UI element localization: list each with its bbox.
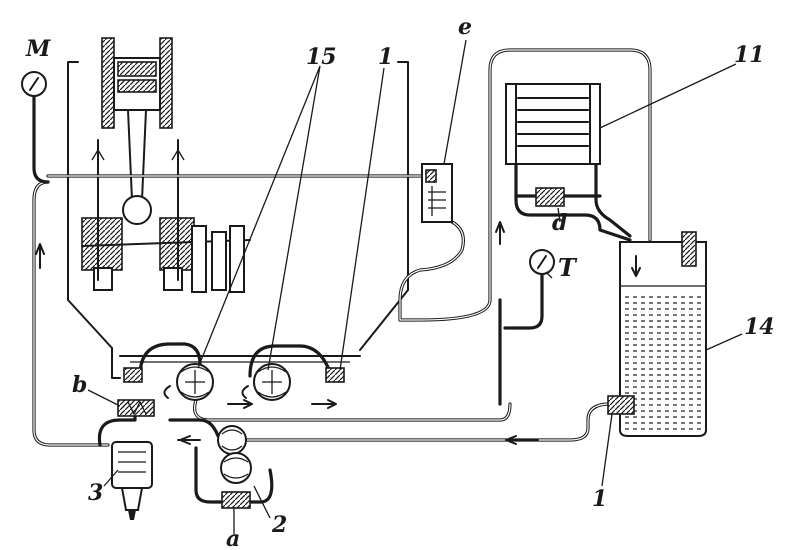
valve-a — [221, 491, 251, 509]
label-e: e — [458, 14, 472, 40]
label-1-top: 1 — [378, 44, 393, 70]
label-t: T — [558, 253, 578, 282]
label-11: 11 — [734, 42, 765, 68]
scavenge-pumps-15 — [123, 363, 345, 409]
flow-arrows — [35, 221, 539, 445]
label-14: 14 — [744, 314, 775, 340]
leader-lines — [87, 39, 743, 534]
label-3: 3 — [88, 480, 103, 506]
label-2: 2 — [271, 512, 287, 538]
valve-b — [117, 399, 155, 417]
engine-piston-crank — [81, 37, 251, 293]
pressure-gauge-m — [21, 71, 47, 97]
pump-2 — [177, 425, 252, 484]
label-d: d — [552, 210, 567, 236]
label-1-bottom: 1 — [592, 486, 607, 512]
pipelines — [32, 48, 652, 504]
filter-e — [421, 163, 453, 223]
label-15: 15 — [306, 44, 337, 70]
valve-d — [535, 187, 565, 207]
oil-cooler-11 — [505, 83, 601, 165]
temperature-gauge-t — [529, 249, 555, 275]
filter-3 — [111, 441, 153, 520]
label-b: b — [72, 372, 87, 398]
label-m: M — [25, 36, 51, 62]
oil-tank-14 — [607, 231, 707, 437]
label-a: a — [226, 526, 240, 550]
